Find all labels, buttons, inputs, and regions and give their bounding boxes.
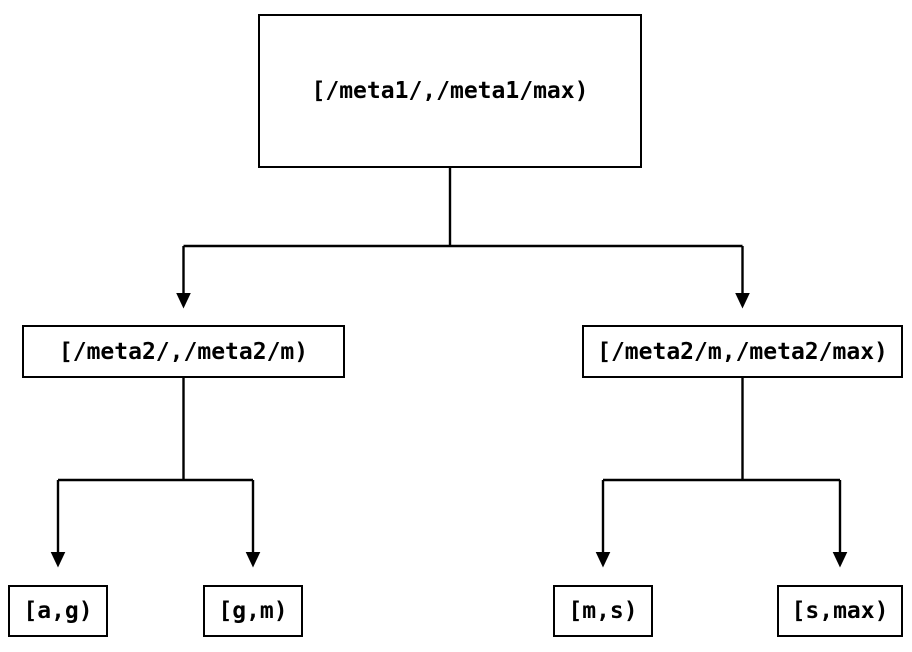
node-left-child: [/meta2/,/meta2/m) — [22, 325, 345, 378]
node-leaf-smax-label: [s,max) — [791, 598, 889, 624]
edge-left-to-leaves — [50, 378, 261, 568]
edge-right-to-leaves — [595, 378, 848, 568]
arrowhead-down-icon — [245, 552, 261, 568]
arrowhead-down-icon — [832, 552, 848, 568]
node-leaf-ag-label: [a,g) — [23, 598, 93, 624]
arrowhead-down-icon — [735, 293, 750, 309]
node-right-child: [/meta2/m,/meta2/max) — [582, 325, 903, 378]
arrowhead-down-icon — [595, 552, 611, 568]
node-leaf-ms-label: [m,s) — [568, 598, 638, 624]
node-left-child-label: [/meta2/,/meta2/m) — [58, 338, 309, 365]
arrowhead-down-icon — [50, 552, 66, 568]
node-root: [/meta1/,/meta1/max) — [258, 14, 642, 168]
node-leaf-ms: [m,s) — [553, 585, 653, 637]
node-leaf-ag: [a,g) — [8, 585, 108, 637]
arrowhead-down-icon — [176, 293, 191, 309]
node-leaf-gm: [g,m) — [203, 585, 303, 637]
node-leaf-smax: [s,max) — [777, 585, 903, 637]
node-leaf-gm-label: [g,m) — [218, 598, 288, 624]
node-root-label: [/meta1/,/meta1/max) — [311, 78, 589, 104]
edge-root-to-children — [176, 168, 750, 309]
node-right-child-label: [/meta2/m,/meta2/max) — [597, 338, 888, 365]
